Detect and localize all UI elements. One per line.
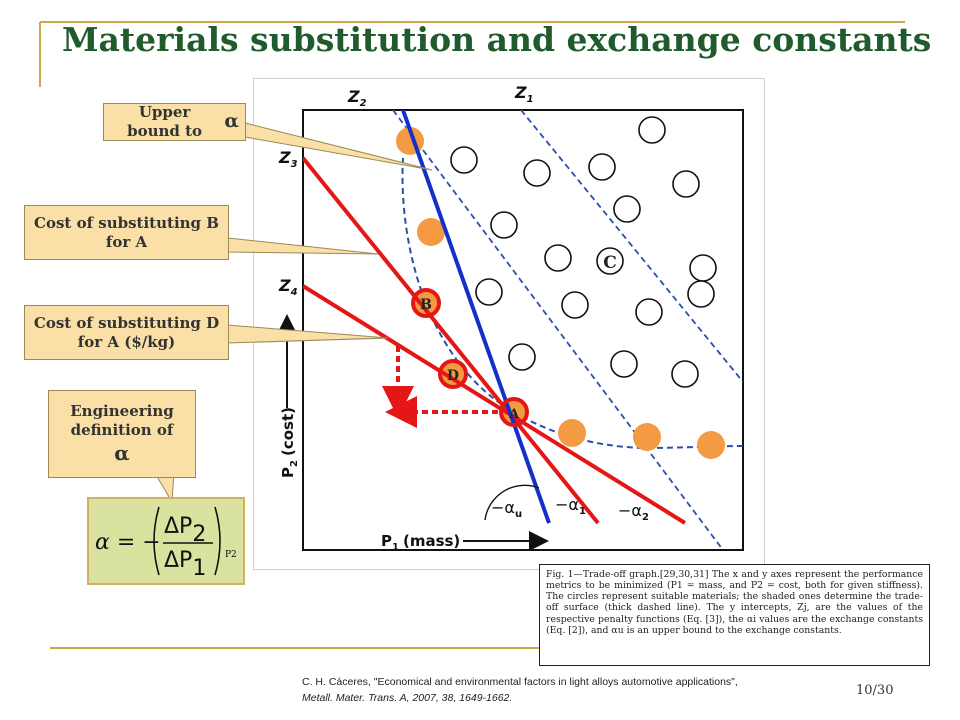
ring-d [438,359,468,389]
trade-off-graph: B D A C Z2 Z1 Z3 Z4 P2(cost) P1(mass) −α… [277,83,744,553]
callout-engineering-def-alpha: α [114,441,130,466]
figure-caption: Fig. 1—Trade-off graph.[29,30,31] The x … [539,564,930,666]
material-circle [610,350,638,378]
label-c: C [603,253,617,273]
material-circle [544,244,572,272]
z1-label: Z1 [514,83,534,105]
callout-upper-bound-text: Upper bound to [127,103,203,140]
material-circles [450,116,717,388]
citation-line-2: Metall. Mater. Trans. A, 2007, 38, 1649-… [302,692,513,705]
label-d: D [447,368,459,384]
alpha-formula: α = − ΔP2 ΔP1 P2 [95,506,237,581]
material-circle [672,170,700,198]
material-circle [671,360,699,388]
formula-subscript: P2 [225,550,237,560]
formula-lhs: α = − [95,530,161,555]
label-b: B [420,297,432,313]
material-circle [475,278,503,306]
z4-label: Z4 [278,276,298,298]
upper-bound-line [401,110,551,524]
ring-b [411,288,441,318]
orange-point [558,419,586,447]
alpha-u-arc [484,484,540,521]
formula-right-paren [214,506,221,576]
orange-point [417,218,445,246]
label-a: A [508,407,520,422]
orange-point-d [441,362,465,386]
alpha-u-label: −αu [491,498,522,520]
material-circle [490,211,518,239]
tail-cost-b [227,237,379,255]
material-circle [613,195,641,223]
formula-numerator: ΔP2 [164,514,206,547]
red-line-z3 [303,156,600,525]
orange-point-b [414,291,438,315]
trade-off-points [396,127,725,459]
material-circle [638,116,666,144]
material-circle [523,159,551,187]
citation: C. H. Cáceres, "Economical and environme… [302,674,738,707]
alpha-2-label: −α2 [618,501,649,523]
z3-label: Z3 [278,148,298,170]
material-circle [508,343,536,371]
callout-engineering-def-text: Engineering definition of [70,401,174,439]
material-circle [450,146,478,174]
tail-cost-d [227,324,389,344]
y-axis-label: P2(cost) [279,407,300,478]
formula-denominator: ΔP1 [164,548,206,581]
red-line-z4 [303,284,687,525]
callout-engineering-definition: Engineering definition of α [48,390,196,478]
callout-upper-bound: Upper bound to α [103,103,246,141]
orange-point [697,431,725,459]
material-circle [635,298,663,326]
citation-line-1: C. H. Cáceres, "Economical and environme… [302,676,738,688]
formula-left-paren [153,506,160,576]
z2-label: Z2 [347,87,367,109]
page-number: 10/30 [856,683,894,698]
callout-cost-d-for-a: Cost of substituting D for A ($/kg) [24,305,229,360]
callout-upper-bound-alpha: α [224,110,239,133]
formula-box: α = − ΔP2 ΔP1 P2 [87,497,245,585]
material-circle [588,153,616,181]
tail-upper-bound [244,122,433,171]
material-circle [561,291,589,319]
orange-point [633,423,661,451]
ring-a [499,397,529,427]
slide-title: Materials substitution and exchange cons… [62,20,932,59]
x-axis-label: P1(mass) [381,532,460,553]
alpha-1-label: −α1 [555,495,586,517]
material-circle [687,280,715,308]
material-circle-c [596,247,624,275]
dashed-line-z2 [392,110,724,550]
callout-cost-b-for-a: Cost of substituting B for A [24,205,229,260]
